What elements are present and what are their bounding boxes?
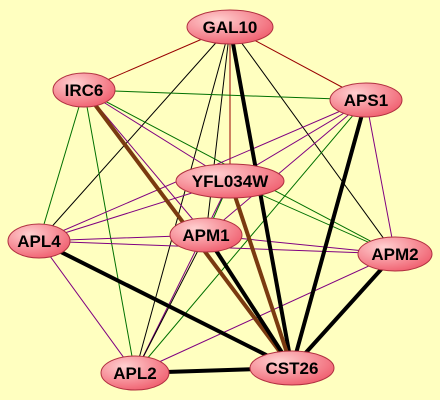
node-apl4[interactable]: APL4 bbox=[7, 223, 71, 259]
node-ellipse bbox=[175, 163, 285, 199]
node-ellipse bbox=[329, 82, 403, 118]
edge-gal10-cst26 bbox=[228, 25, 294, 370]
node-label: GAL10 bbox=[203, 18, 258, 37]
node-label: IRC6 bbox=[65, 81, 104, 100]
node-label: YFL034W bbox=[192, 172, 269, 191]
node-ellipse bbox=[249, 350, 335, 386]
node-ellipse bbox=[7, 223, 71, 259]
edge-yfl034w-apl2 bbox=[134, 180, 231, 374]
node-label: APM1 bbox=[182, 226, 229, 245]
node-ellipse bbox=[169, 217, 243, 253]
edge-aps1-apm1 bbox=[205, 99, 367, 236]
edge-irc6-apl4 bbox=[38, 89, 85, 242]
node-label: APM2 bbox=[371, 245, 418, 264]
node-gal10[interactable]: GAL10 bbox=[186, 9, 274, 45]
node-ellipse bbox=[357, 236, 433, 272]
edge-irc6-aps1 bbox=[83, 89, 367, 101]
node-apm1[interactable]: APM1 bbox=[169, 217, 243, 253]
node-label: APL2 bbox=[113, 364, 156, 383]
node-yfl034w[interactable]: YFL034W bbox=[175, 163, 285, 199]
edge-aps1-apm2 bbox=[365, 99, 396, 255]
edge-apl4-cst26 bbox=[37, 239, 294, 370]
node-aps1[interactable]: APS1 bbox=[329, 82, 403, 118]
edge-yfl034w-cst26 bbox=[228, 179, 294, 370]
node-label: CST26 bbox=[266, 359, 319, 378]
edge-gal10-apm2 bbox=[229, 26, 396, 255]
edge-apm1-cst26 bbox=[204, 233, 294, 370]
edge-apm1-apl2 bbox=[134, 234, 207, 374]
edge-irc6-apl2 bbox=[83, 89, 136, 374]
edge-gal10-apm1 bbox=[205, 26, 231, 236]
node-irc6[interactable]: IRC6 bbox=[52, 72, 116, 108]
node-ellipse bbox=[52, 72, 116, 108]
node-ellipse bbox=[186, 9, 274, 45]
edge-gal10-apl2 bbox=[134, 26, 231, 374]
node-cst26[interactable]: CST26 bbox=[249, 350, 335, 386]
node-label: APS1 bbox=[344, 91, 388, 110]
edge-aps1-cst26 bbox=[290, 98, 368, 370]
edge-apl4-apl2 bbox=[38, 240, 136, 374]
node-apm2[interactable]: APM2 bbox=[357, 236, 433, 272]
edge-gal10-apl4 bbox=[38, 26, 231, 242]
edge-apm2-apl2 bbox=[134, 253, 396, 374]
node-apl2[interactable]: APL2 bbox=[100, 355, 170, 391]
node-ellipse bbox=[100, 355, 170, 391]
node-label: APL4 bbox=[17, 232, 61, 251]
edge-apm2-cst26 bbox=[290, 252, 397, 370]
